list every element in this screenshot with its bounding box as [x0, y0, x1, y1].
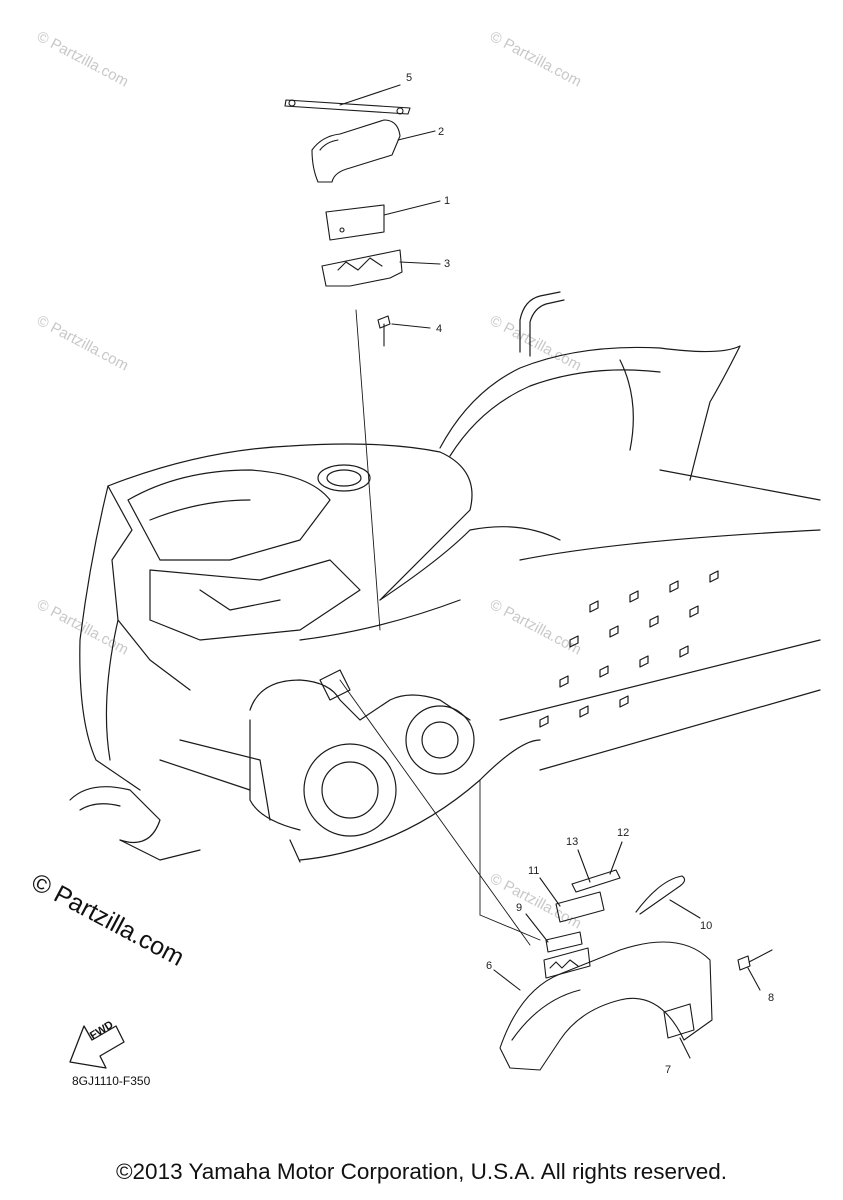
plate-part: [325, 200, 441, 241]
callout-3: 3: [444, 258, 451, 270]
snowmobile-body: [69, 291, 821, 863]
label-11-part: [539, 877, 605, 923]
label-12-part: [609, 841, 623, 875]
callout-5: 5: [406, 72, 413, 84]
callout-8: 8: [768, 992, 775, 1004]
callout-9: 9: [516, 902, 523, 914]
strap-part: [284, 84, 411, 115]
plate-7-part: [663, 1003, 695, 1059]
screw-part: [377, 315, 431, 347]
snowflap-part: [493, 941, 713, 1071]
callout-4: 4: [436, 323, 443, 335]
copyright-notice: ©2013 Yamaha Motor Corporation, U.S.A. A…: [115, 1159, 728, 1184]
diagram-ref-code: 8GJ1110-F350: [72, 1074, 151, 1088]
screw-8-part: [737, 949, 773, 991]
callout-13: 13: [566, 836, 579, 848]
callout-1: 1: [444, 195, 451, 207]
callout-2: 2: [438, 126, 445, 138]
wire-bracket-part: [635, 875, 701, 919]
callout-12: 12: [617, 827, 630, 839]
callout-11: 11: [528, 865, 540, 877]
callout-7: 7: [665, 1064, 672, 1076]
fwd-arrow-icon: [69, 1025, 125, 1069]
label-13-part: [571, 849, 621, 893]
callout-10: 10: [700, 920, 713, 932]
bracket-part: [321, 249, 441, 287]
label-9-part: [525, 913, 583, 953]
cover-part: [311, 119, 436, 183]
callout-6: 6: [486, 960, 493, 972]
